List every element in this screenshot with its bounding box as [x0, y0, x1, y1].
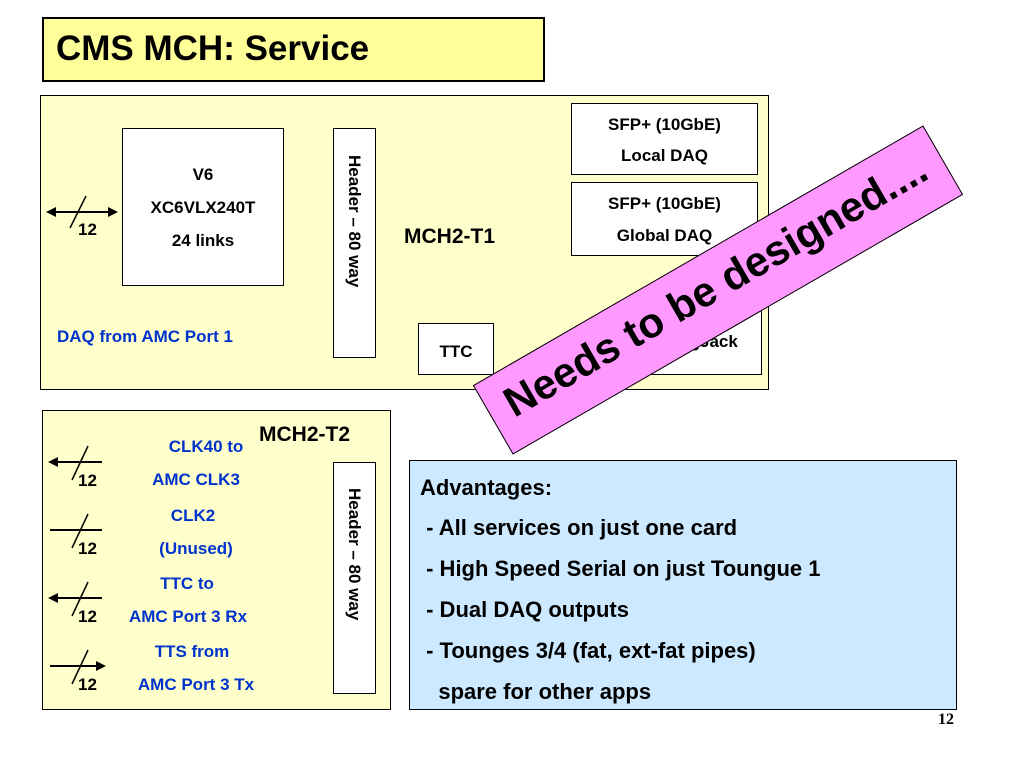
- advantage-item: - High Speed Serial on just Toungue 1: [420, 556, 821, 581]
- ttc-bus-width: 12: [78, 607, 97, 626]
- tts-bus-width: 12: [78, 675, 97, 694]
- t1-bus-arrow-icon: [46, 195, 118, 229]
- sfp-global-label-1: SFP+ (10GbE): [608, 194, 721, 213]
- signal-clk40-line1: CLK40 to: [168, 437, 244, 456]
- sfp-global-label-2: Global DAQ: [616, 226, 713, 245]
- clk40-arrow-icon: [48, 445, 102, 481]
- t2-header-box: [333, 462, 376, 694]
- signal-clk2-line2: (Unused): [159, 539, 233, 558]
- title-box: CMS MCH: Service: [42, 17, 545, 82]
- signal-tts-line2: AMC Port 3 Tx: [137, 675, 255, 694]
- clk2-arrow-icon: [50, 513, 102, 549]
- page-number: 12: [938, 711, 954, 728]
- clk40-bus-width: 12: [78, 471, 97, 490]
- ttc-label: TTC: [439, 342, 473, 361]
- page-title: CMS MCH: Service: [56, 29, 370, 68]
- advantage-item: spare for other apps: [420, 679, 652, 704]
- advantages-heading: Advantages:: [420, 475, 553, 500]
- signal-ttc-line2: AMC Port 3 Rx: [128, 607, 248, 626]
- sfp-local-box: [571, 103, 758, 175]
- mch2-t1-label: MCH2-T1: [404, 225, 496, 248]
- ttc-box: [418, 323, 494, 375]
- sfp-local-label-1: SFP+ (10GbE): [608, 115, 721, 134]
- sfp-local-label-2: Local DAQ: [621, 146, 708, 165]
- mch2-t2-panel: [42, 410, 391, 710]
- clk2-bus-width: 12: [78, 539, 97, 558]
- fpga-label-1: V6: [192, 165, 214, 184]
- t1-header-label: Header – 80 way: [345, 155, 364, 288]
- advantage-item: - All services on just one card: [420, 515, 738, 540]
- mch2-t2-label: MCH2-T2: [259, 423, 351, 446]
- daq-from-amc-label: DAQ from AMC Port 1: [57, 327, 233, 346]
- signal-clk40-line2: AMC CLK3: [152, 470, 240, 489]
- advantages-box: Advantages: - All services on just one c…: [409, 460, 957, 710]
- fpga-label-2: XC6VLX240T: [150, 198, 256, 217]
- signal-tts-line1: TTS from: [154, 642, 230, 661]
- t1-bus-width: 12: [78, 220, 97, 239]
- ttc-arrow-icon: [48, 581, 102, 617]
- t2-header-label: Header – 80 way: [345, 488, 364, 621]
- advantage-item: - Tounges 3/4 (fat, ext-fat pipes): [420, 638, 756, 663]
- fpga-label-3: 24 links: [171, 231, 235, 250]
- t1-header-box: [333, 128, 376, 358]
- signal-ttc-line1: TTC to: [160, 574, 214, 593]
- fpga-box: [122, 128, 284, 286]
- tts-arrow-icon: [50, 649, 106, 685]
- signal-clk2-line1: CLK2: [170, 506, 216, 525]
- advantage-item: - Dual DAQ outputs: [420, 597, 629, 622]
